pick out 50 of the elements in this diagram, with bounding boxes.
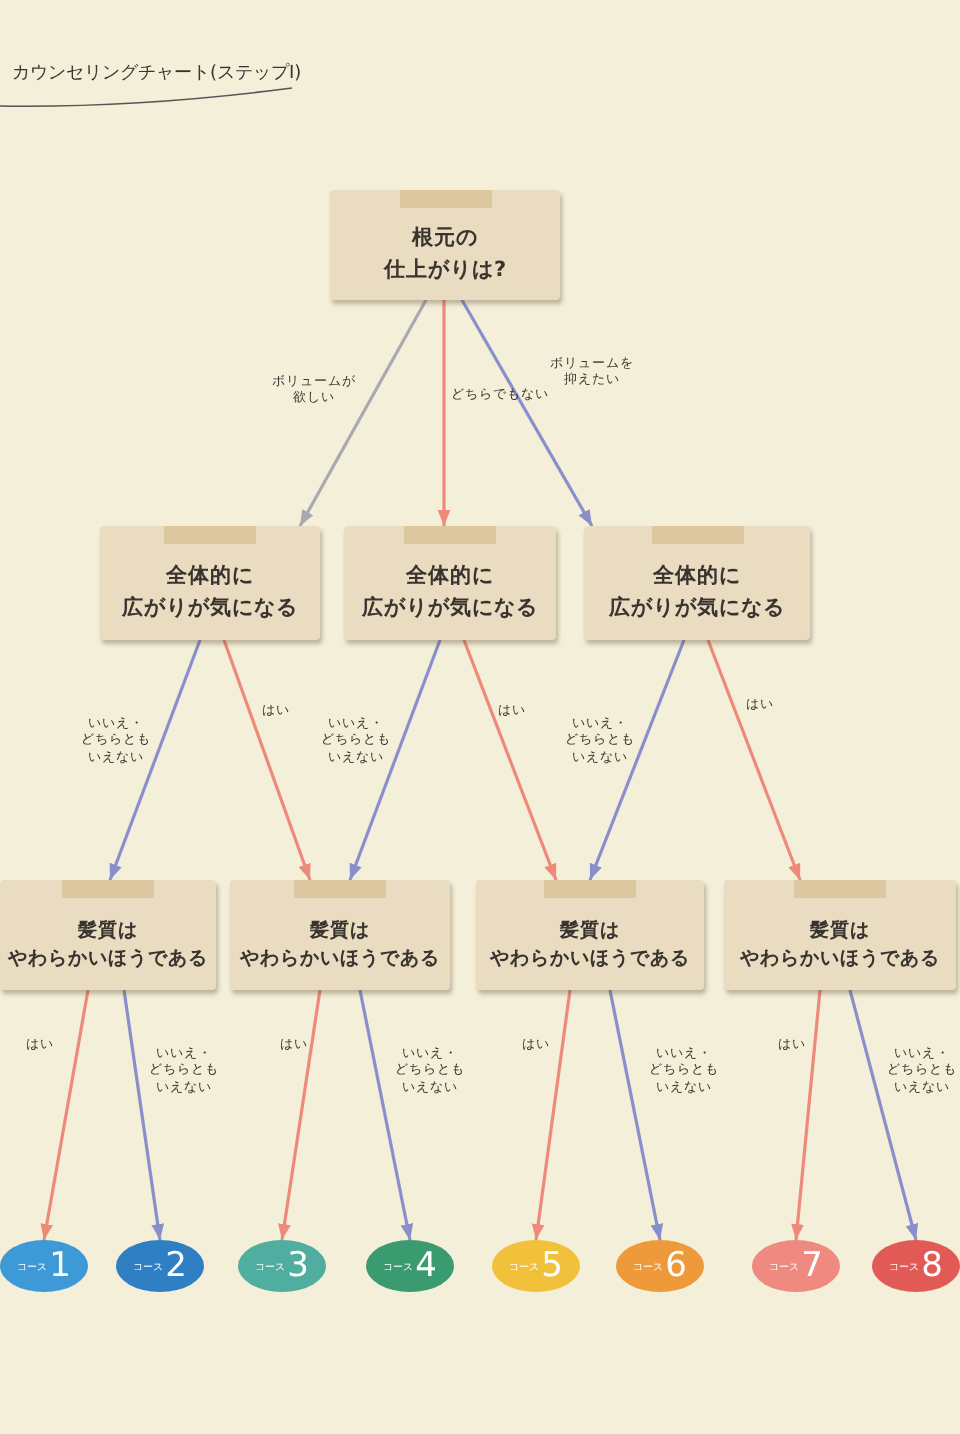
question-box <box>476 880 704 990</box>
question-text: 全体的に広がりが気になる <box>122 562 298 623</box>
course-oval <box>0 1240 88 1292</box>
course-number: 2 <box>165 1246 187 1286</box>
question-text: 全体的に広がりが気になる <box>362 562 538 623</box>
question-box <box>0 880 216 990</box>
arrow <box>848 989 919 1241</box>
arrow <box>462 639 558 881</box>
arrow <box>706 639 802 881</box>
question-box <box>330 190 560 300</box>
question-box <box>100 526 320 640</box>
arrow <box>122 989 165 1241</box>
chart-title: カウンセリングチャート(ステップI) <box>12 60 302 86</box>
question-box <box>344 526 556 640</box>
question-text: 髪質はやわらかいほうである <box>8 917 208 973</box>
arrow <box>608 989 664 1241</box>
arrow <box>348 639 442 881</box>
arrow <box>222 639 312 881</box>
course-oval <box>238 1240 326 1292</box>
arrow <box>460 299 594 527</box>
arrow <box>437 300 451 526</box>
question-text: 全体的に広がりが気になる <box>609 562 785 623</box>
course-number: 3 <box>287 1246 309 1286</box>
arrow <box>791 989 822 1241</box>
course-number: 6 <box>665 1246 687 1286</box>
question-box <box>724 880 956 990</box>
arrow <box>298 299 428 527</box>
course-number: 4 <box>415 1246 437 1286</box>
course-oval <box>116 1240 204 1292</box>
arrow <box>278 989 322 1241</box>
course-number: 8 <box>921 1246 943 1286</box>
question-text: 髪質はやわらかいほうである <box>490 917 690 973</box>
arrow <box>358 989 414 1241</box>
course-number: 1 <box>49 1246 71 1286</box>
course-number: 5 <box>541 1246 563 1286</box>
course-oval <box>366 1240 454 1292</box>
course-oval <box>752 1240 840 1292</box>
question-box <box>584 526 810 640</box>
question-text: 髪質はやわらかいほうである <box>740 917 940 973</box>
course-number: 7 <box>801 1246 823 1286</box>
arrow <box>531 989 572 1241</box>
question-text: 根元の仕上がりは? <box>383 224 507 285</box>
arrow <box>588 639 686 881</box>
course-oval <box>492 1240 580 1292</box>
arrow <box>108 639 202 881</box>
question-box <box>230 880 450 990</box>
question-text: 髪質はやわらかいほうである <box>240 917 440 973</box>
course-oval <box>616 1240 704 1292</box>
course-oval <box>872 1240 960 1292</box>
arrow <box>40 989 90 1241</box>
